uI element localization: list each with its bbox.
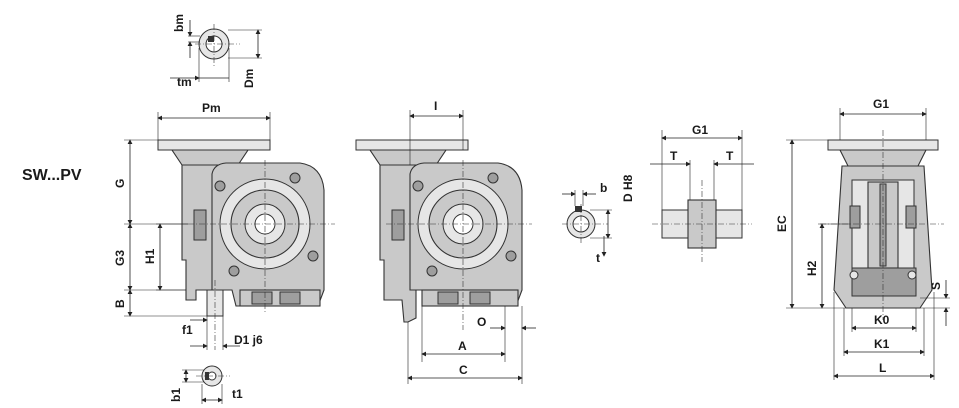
dim-C: C (459, 363, 468, 377)
hollow-shaft-side-view (650, 130, 754, 262)
side-view-dimensions (786, 108, 950, 380)
dim-T-left: T (670, 149, 678, 163)
dim-G1-shaft: G1 (692, 123, 708, 137)
gearbox-front-view-2 (355, 139, 532, 330)
dim-G3: G3 (113, 250, 127, 266)
dim-tm: tm (177, 75, 192, 89)
dim-H2: H2 (805, 260, 819, 276)
view1-dimensions (124, 112, 271, 350)
dim-EC: EC (775, 215, 789, 232)
dim-K0: K0 (874, 313, 890, 327)
series-label: SW...PV (22, 167, 82, 184)
dim-A: A (458, 339, 467, 353)
dim-I: I (434, 99, 437, 113)
motor-shaft-section (170, 20, 262, 82)
dim-O: O (477, 315, 486, 329)
dim-L: L (879, 361, 886, 375)
dim-B: B (113, 299, 127, 308)
output-shaft-section (182, 365, 230, 404)
dim-DH8: D H8 (621, 174, 635, 202)
dim-b: b (600, 181, 607, 195)
dim-b1: b1 (169, 388, 183, 402)
dim-T-right: T (726, 149, 734, 163)
view2-dimensions (407, 110, 536, 384)
dim-S: S (929, 282, 943, 290)
dim-bm: bm (172, 14, 186, 32)
gearbox-side-view (820, 130, 944, 320)
dim-Pm: Pm (202, 101, 221, 115)
dim-G1-side: G1 (873, 97, 889, 111)
dim-G: G (113, 179, 127, 188)
dim-K1: K1 (874, 337, 890, 351)
dim-H1: H1 (143, 248, 157, 264)
dim-t1: t1 (232, 387, 243, 401)
dim-t: t (596, 251, 600, 265)
gearbox-front-view-1 (157, 139, 335, 350)
hollow-shaft-section (562, 190, 612, 257)
dim-f1: f1 (182, 323, 193, 337)
dim-D1: D1 j6 (234, 333, 263, 347)
dim-Dm: Dm (242, 69, 256, 88)
